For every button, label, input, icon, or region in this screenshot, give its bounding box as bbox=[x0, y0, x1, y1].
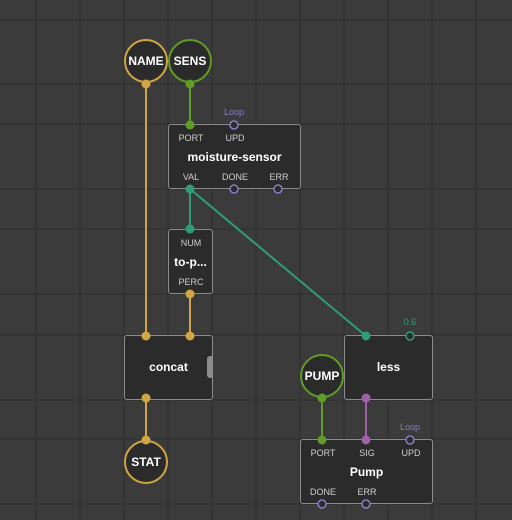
pump-done-pin-label: DONE bbox=[309, 487, 336, 497]
stat-label: STAT bbox=[131, 455, 161, 469]
concat-node[interactable]: concat bbox=[124, 335, 213, 400]
sens-label: SENS bbox=[173, 54, 207, 68]
to-percent-title: to-p... bbox=[174, 255, 207, 269]
link-val-to-less[interactable] bbox=[189, 188, 367, 337]
pump-sig-pin-label: SIG bbox=[359, 448, 375, 458]
pump-upd-value: Loop bbox=[399, 422, 421, 432]
stat-output-node[interactable]: STAT bbox=[124, 440, 168, 484]
val-pin-label: VAL bbox=[182, 172, 200, 182]
pump-title: Pump bbox=[349, 465, 384, 479]
pump-node[interactable]: PORT SIG UPD Pump DONE ERR bbox=[300, 439, 433, 504]
pump-label: PUMP bbox=[304, 369, 340, 383]
done-pin-label: DONE bbox=[221, 172, 248, 182]
moisture-upd-value: Loop bbox=[223, 107, 245, 117]
less-node[interactable]: less bbox=[344, 335, 433, 400]
moisture-sensor-title: moisture-sensor bbox=[187, 150, 282, 164]
less-pin-value: 0.6 bbox=[403, 317, 417, 327]
concat-variadic-handle[interactable] bbox=[207, 356, 213, 378]
num-pin-label: NUM bbox=[180, 238, 202, 248]
pump-upd-pin-label: UPD bbox=[401, 448, 421, 458]
name-label: NAME bbox=[128, 54, 164, 68]
concat-title: concat bbox=[149, 360, 188, 374]
name-input-node[interactable]: NAME bbox=[124, 39, 168, 83]
pump-input-node[interactable]: PUMP bbox=[300, 354, 344, 398]
sens-input-node[interactable]: SENS bbox=[168, 39, 212, 83]
moisture-sensor-node[interactable]: PORT UPD moisture-sensor VAL DONE ERR bbox=[168, 124, 301, 189]
perc-pin-label: PERC bbox=[178, 277, 204, 287]
port-pin-label: PORT bbox=[178, 133, 204, 143]
pump-port-pin-label: PORT bbox=[310, 448, 336, 458]
pump-err-pin-label: ERR bbox=[357, 487, 377, 497]
upd-pin-label: UPD bbox=[225, 133, 245, 143]
to-percent-node[interactable]: NUM to-p... PERC bbox=[168, 229, 213, 294]
less-title: less bbox=[376, 360, 401, 374]
err-pin-label: ERR bbox=[269, 172, 289, 182]
